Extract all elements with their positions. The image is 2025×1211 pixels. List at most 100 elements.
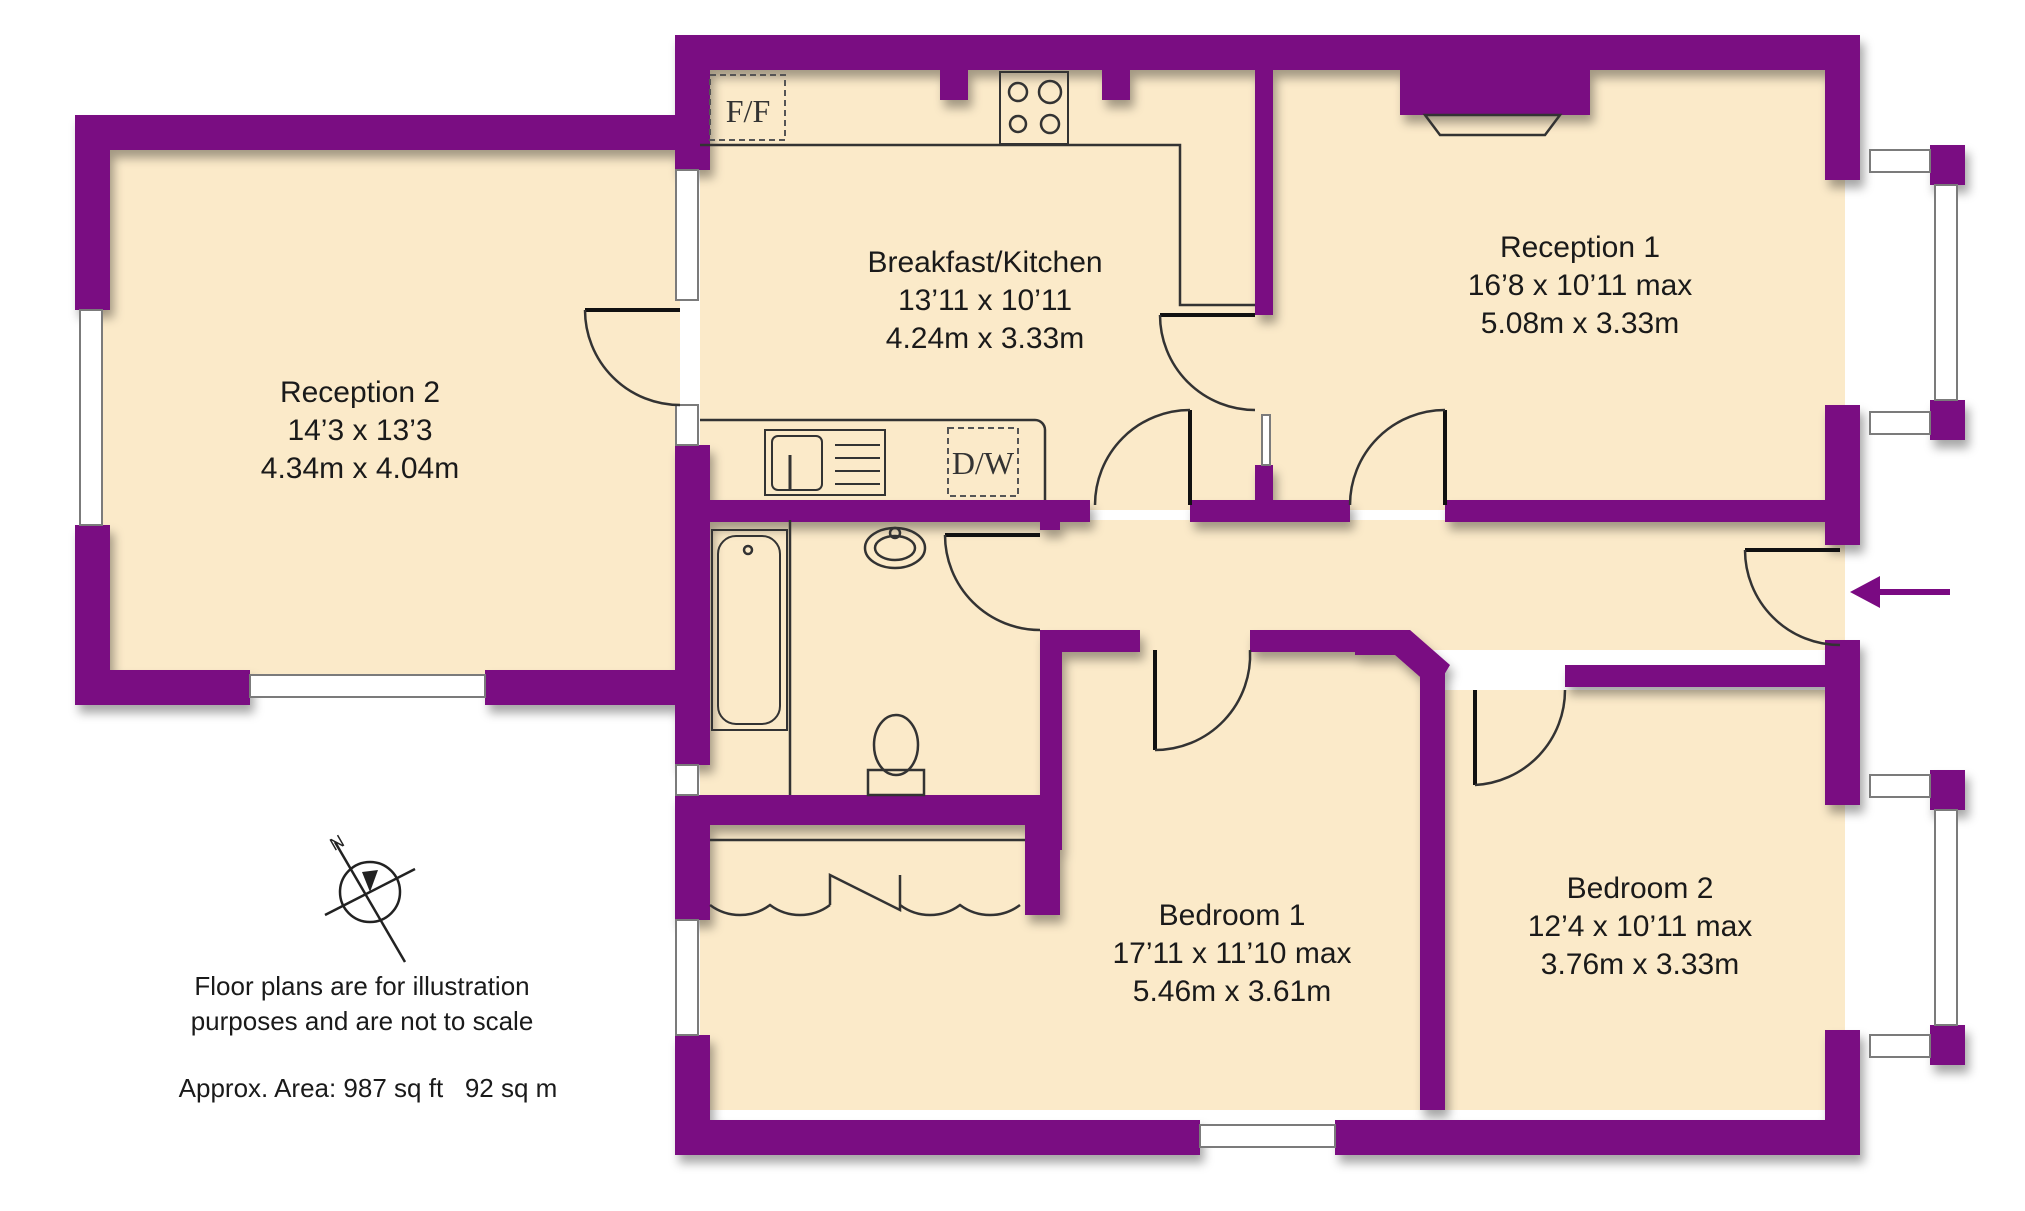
room-size-metric: 4.24m x 3.33m: [886, 322, 1084, 355]
doors: [583, 308, 1841, 917]
room-label-bedroom2: Bedroom 2 12’4 x 10’11 max 3.76m x 3.33m: [1528, 872, 1753, 981]
wall: [1930, 770, 1965, 810]
wall: [1930, 145, 1965, 185]
extractor-hood: [1422, 113, 1563, 137]
room-size-imperial: 14’3 x 13’3: [287, 414, 432, 447]
wall: [1930, 1025, 1965, 1065]
dishwasher-label: D/W: [952, 445, 1015, 481]
reception2-floor: [90, 145, 680, 690]
window: [1869, 149, 1931, 173]
hob-icon: [999, 71, 1069, 145]
room-size-imperial: 13’11 x 10’11: [898, 284, 1072, 317]
compass-north-label: N: [326, 831, 347, 855]
door-swing: [1158, 314, 1256, 412]
disclaimer-line-2: purposes and are not to scale: [191, 1006, 534, 1036]
wall: [1255, 65, 1273, 315]
room-size-imperial: 12’4 x 10’11 max: [1528, 910, 1753, 943]
walls: [75, 35, 1965, 1155]
room-label-reception1: Reception 1 16’8 x 10’11 max 5.08m x 3.3…: [1468, 231, 1693, 340]
room-size-imperial: 17’11 x 11’10 max: [1112, 937, 1351, 970]
wall: [1250, 630, 1360, 652]
window: [1934, 809, 1958, 1026]
window: [1869, 411, 1931, 435]
door-swing: [943, 534, 1041, 632]
room-name: Reception 1: [1500, 231, 1660, 264]
room-size-imperial: 16’8 x 10’11 max: [1468, 269, 1693, 302]
door-swing: [1348, 408, 1446, 506]
window: [675, 764, 699, 796]
bedroom2-floor: [1430, 690, 1845, 1110]
washbasin-icon: [863, 526, 927, 570]
wall: [485, 670, 705, 705]
wall: [1825, 35, 1860, 180]
room-label-kitchen: Breakfast/Kitchen 13’11 x 10’11 4.24m x …: [867, 246, 1102, 355]
wall: [675, 795, 1060, 825]
kitchen-worktop: [700, 418, 1047, 500]
wardrobe-doors: [709, 903, 831, 917]
room-size-metric: 5.46m x 3.61m: [1133, 975, 1331, 1008]
wall: [75, 115, 700, 150]
wall: [675, 35, 1860, 70]
room-name: Bedroom 2: [1567, 872, 1714, 905]
wall: [700, 500, 1090, 522]
wall: [75, 670, 250, 705]
wall: [1025, 795, 1060, 915]
reception1-floor: [1265, 65, 1845, 510]
wall: [1190, 500, 1350, 522]
sink-icon: [764, 429, 886, 496]
wall: [75, 115, 110, 310]
wall: [1825, 640, 1860, 805]
wall: [940, 65, 968, 100]
dishwasher: [947, 427, 1019, 497]
disclaimer-line-1: Floor plans are for illustration: [194, 971, 529, 1001]
door-swing: [1474, 689, 1567, 787]
toilet-icon: [866, 713, 926, 797]
door-swing: [1743, 549, 1841, 647]
approx-area: Approx. Area: 987 sq ft 92 sq m: [179, 1073, 558, 1103]
compass-icon: N: [324, 831, 416, 963]
window: [79, 309, 103, 526]
window: [675, 169, 699, 301]
wall: [1040, 630, 1140, 652]
room-label-bedroom1: Bedroom 1 17’11 x 11’10 max 5.46m x 3.61…: [1112, 899, 1351, 1008]
chimney-breast: [1400, 65, 1590, 115]
room-size-metric: 3.76m x 3.33m: [1541, 948, 1739, 981]
wall: [1102, 65, 1130, 100]
door-swing: [1154, 649, 1252, 752]
window: [1261, 414, 1271, 466]
wall: [675, 795, 710, 920]
wall: [1335, 1120, 1860, 1155]
kitchen-worktop: [700, 143, 1255, 307]
window: [675, 919, 699, 1036]
door-swing: [583, 309, 681, 407]
wall: [1930, 400, 1965, 440]
window: [1199, 1124, 1336, 1148]
window: [249, 674, 486, 698]
window: [1869, 1034, 1931, 1058]
bath-icon: [711, 529, 788, 731]
wall: [1420, 665, 1445, 1110]
wall: [1445, 500, 1860, 522]
wall: [1825, 1030, 1860, 1155]
fridge-freezer-label: F/F: [726, 93, 770, 129]
wall: [675, 445, 710, 765]
room-label-reception2: Reception 2 14’3 x 13’3 4.34m x 4.04m: [261, 376, 459, 485]
wall: [1825, 405, 1860, 545]
window: [675, 404, 699, 446]
wall: [1040, 500, 1060, 530]
fixtures: F/F D/W: [700, 71, 1563, 842]
wall: [675, 1120, 1200, 1155]
room-size-metric: 4.34m x 4.04m: [261, 452, 459, 485]
room-name: Reception 2: [280, 376, 440, 409]
room-name: Bedroom 1: [1159, 899, 1306, 932]
wardrobe-doors: [899, 903, 1021, 917]
door-swing: [1093, 408, 1191, 506]
window: [1869, 774, 1931, 798]
wall: [1565, 665, 1860, 687]
window: [1934, 184, 1958, 401]
windows: [79, 149, 1958, 1148]
arrow-left-icon: [1850, 576, 1950, 608]
wardrobe-doors: [828, 872, 902, 913]
wall: [675, 35, 710, 170]
